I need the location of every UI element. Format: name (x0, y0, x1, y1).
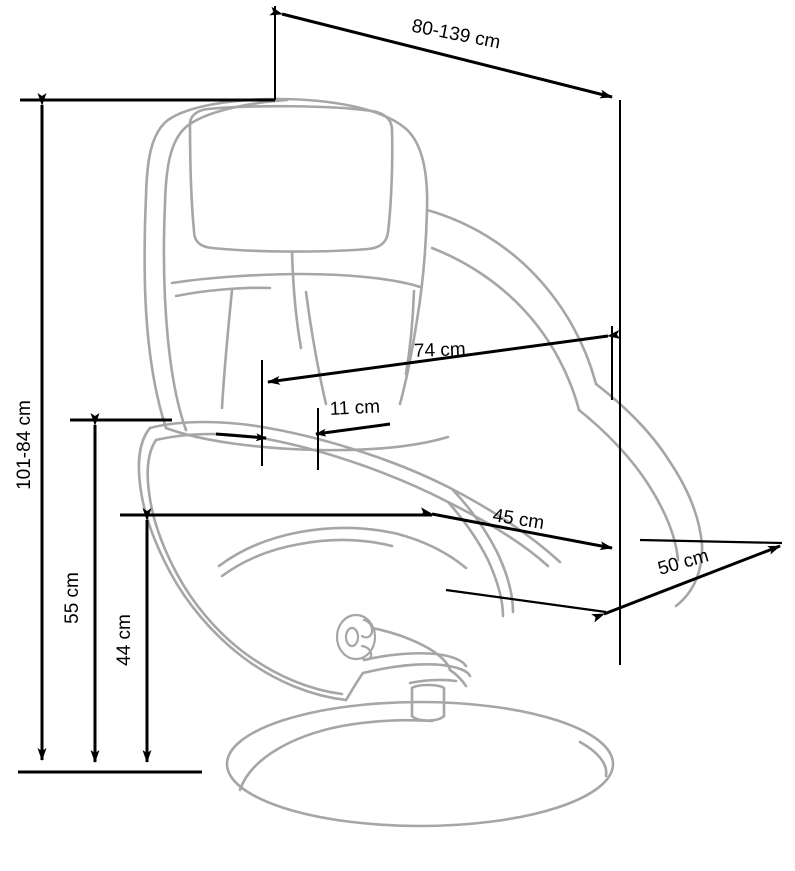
backrest-outer-shell (143, 97, 279, 430)
dim-seat-depth (120, 507, 613, 551)
backrest-outer-edge-inner (162, 98, 289, 432)
control-dial-icon (335, 613, 377, 661)
dimension-annotations (18, 6, 783, 774)
back-right-wing-inner (430, 246, 581, 412)
dim-line-11-left (215, 432, 267, 442)
base-disc-rim-right (578, 740, 608, 778)
backrest-seam-lower-left (170, 272, 422, 289)
dim-armrest-offset (215, 408, 391, 470)
dim-line-11-right (315, 422, 391, 437)
control-dial-outer (335, 613, 377, 661)
footrest-wedge-edge (362, 651, 468, 668)
dim-label-seat-height-upper: 55 cm (62, 572, 83, 624)
footrest-wedge-front (344, 671, 365, 702)
dim-seat-height-upper (70, 413, 172, 763)
headrest-panel (188, 104, 394, 253)
dim-seat-width (445, 538, 783, 623)
dim-line-80-139 (269, 6, 613, 99)
swivel-mech-plate (408, 678, 458, 685)
seat-cushion-front (168, 570, 348, 702)
backrest-top-curve (275, 97, 429, 212)
dim-label-armrest-offset: 11 cm (329, 396, 380, 420)
base-disc-highlight (340, 718, 434, 728)
chair-right-body-inner (577, 408, 680, 562)
dim-label-overall-depth: 80-139 cm (410, 16, 502, 54)
armrest-left-roll (137, 426, 172, 574)
ext-line-50-upper (639, 538, 783, 545)
chair-right-body-outline (594, 382, 704, 608)
dim-line-50 (591, 544, 781, 623)
dim-overall-depth-reclined (20, 6, 621, 665)
base-disc-rim (238, 724, 344, 792)
armchair-illustration (137, 97, 704, 828)
control-dial-mark-1 (360, 618, 374, 639)
seat-front-top (217, 526, 400, 568)
dim-label-overall-height: 101-84 cm (14, 400, 35, 490)
footrest-wedge-connector (448, 668, 468, 688)
footrest-wedge-lower (361, 663, 472, 678)
dim-backrest-to-front (261, 326, 621, 466)
armrest-left-roll-inner (146, 438, 179, 576)
armrest-top-surface-inner (154, 432, 550, 568)
footrest-wedge-top (370, 626, 452, 672)
dim-line-45 (419, 507, 613, 551)
dim-label-backrest-to-front: 74 cm (414, 339, 466, 362)
dim-label-seat-height-lower: 44 cm (114, 614, 135, 666)
dim-line-74 (267, 329, 621, 385)
backrest-lower-seam-a (220, 288, 234, 410)
backrest-seam-vertical (290, 250, 303, 350)
seat-cushion-front-inner (175, 572, 344, 696)
backrest-lower-panel-left (174, 286, 272, 298)
control-dial-inner (344, 626, 360, 648)
column-top (410, 683, 446, 690)
ext-line-50-lower (445, 588, 607, 614)
seat-hollow-curve (396, 532, 468, 570)
backrest-lower-seam-b (304, 290, 328, 406)
seat-front-top-inner (220, 538, 394, 578)
base-disc (225, 700, 615, 828)
seat-right-junction (450, 487, 515, 614)
